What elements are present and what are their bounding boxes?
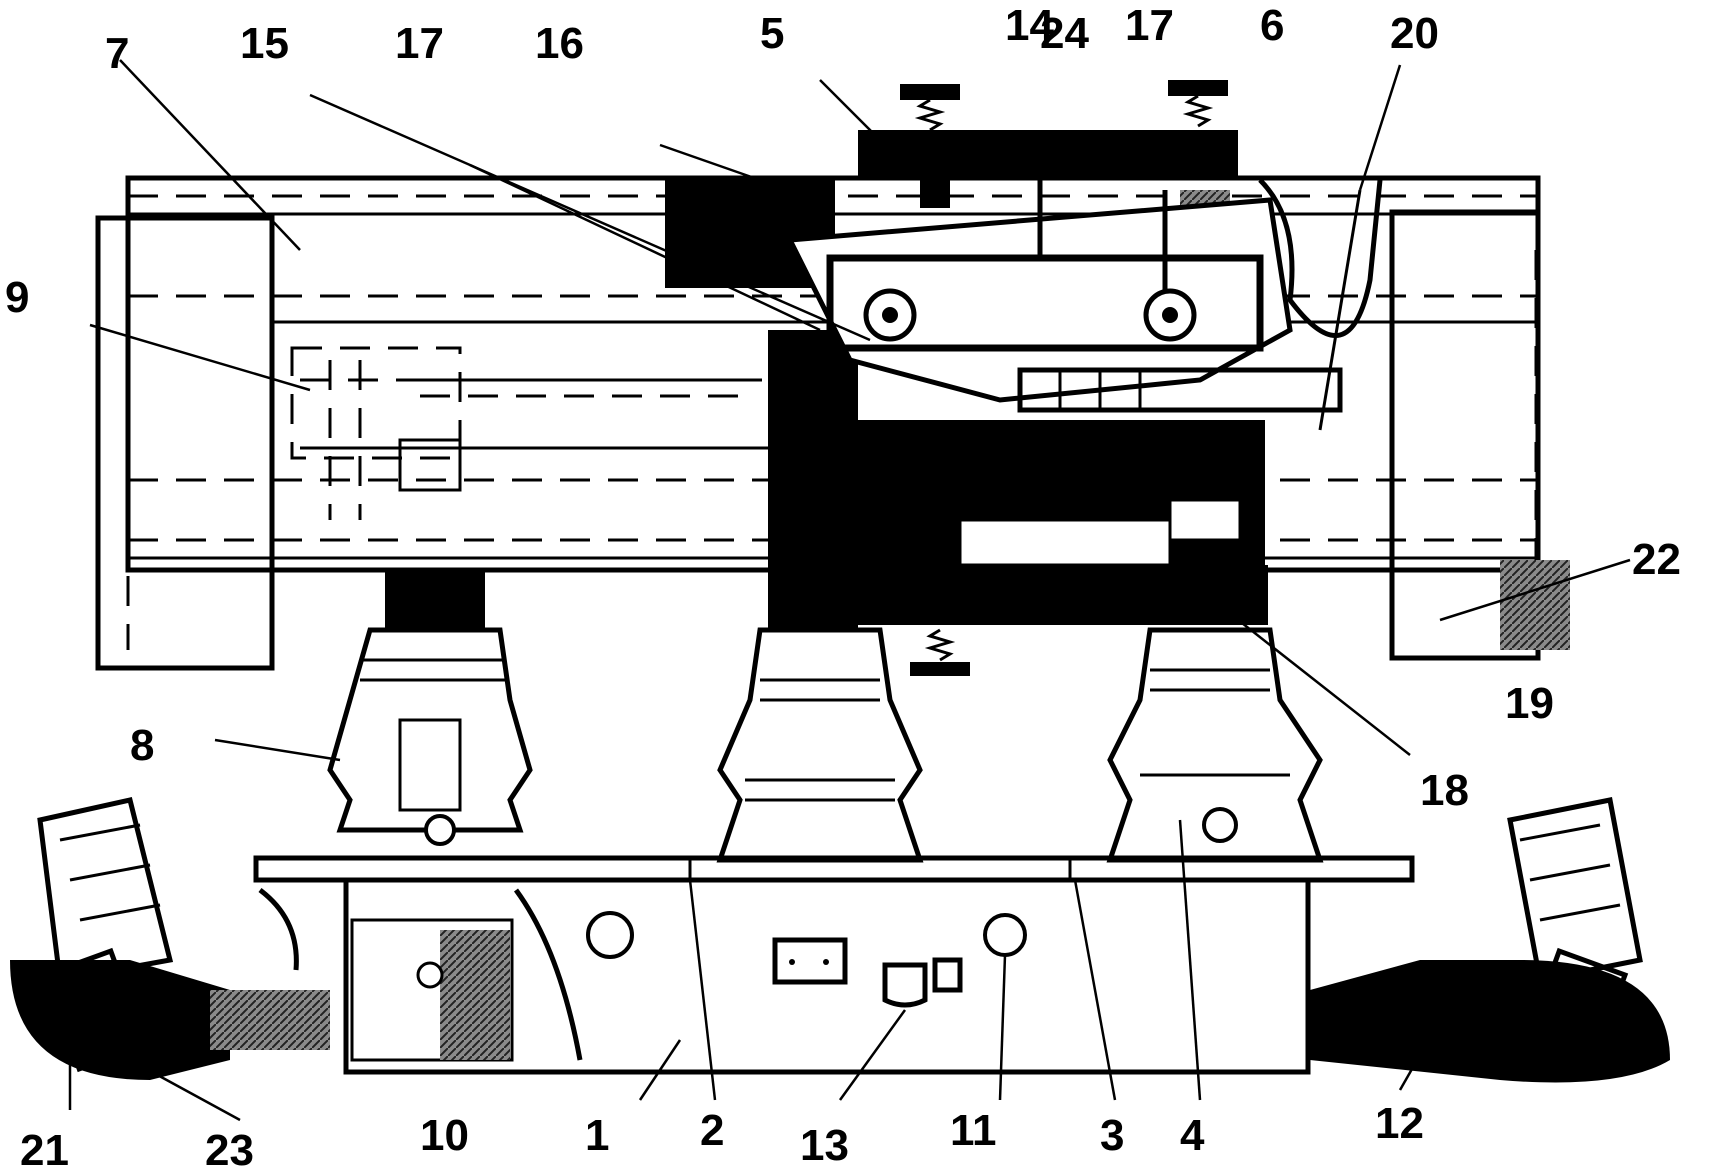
label-20: 20	[1390, 9, 1439, 58]
left-support-block	[385, 570, 485, 630]
label-14: 14	[1005, 1, 1054, 50]
label-8: 8	[130, 721, 154, 770]
right-track-assembly	[1310, 797, 1670, 1083]
left-end-cover	[95, 215, 275, 671]
label-11: 11	[950, 1106, 997, 1155]
top-spring-right	[1168, 80, 1228, 128]
label-5: 5	[760, 9, 784, 58]
right-end-cover	[1389, 209, 1570, 661]
label-22: 22	[1632, 535, 1681, 584]
label-2: 2	[700, 1106, 724, 1155]
label-18: 18	[1420, 766, 1469, 815]
label-7: 7	[105, 29, 129, 78]
label-17-left: 17	[395, 19, 444, 68]
insulator-left	[327, 627, 533, 846]
label-21: 21	[20, 1126, 69, 1168]
label-13: 13	[800, 1121, 849, 1168]
label-6: 6	[1260, 1, 1284, 50]
top-spring-left	[900, 84, 960, 132]
label-3: 3	[1100, 1111, 1124, 1160]
central-housing	[665, 130, 1268, 630]
label-4: 4	[1180, 1111, 1205, 1160]
right-connector-arm	[1258, 178, 1383, 431]
bottom-spring	[910, 628, 970, 676]
label-15: 15	[240, 19, 289, 68]
insulator-center	[716, 627, 924, 863]
base-cabinet	[258, 877, 1311, 1075]
label-17-right: 17	[1125, 1, 1174, 50]
label-19: 19	[1505, 679, 1554, 728]
label-12: 12	[1375, 1099, 1424, 1148]
label-24: 24	[1040, 9, 1089, 58]
label-16: 16	[535, 19, 584, 68]
leader-lines	[68, 59, 1631, 1122]
label-10: 10	[420, 1111, 469, 1160]
left-track-assembly	[10, 797, 330, 1080]
insulator-right	[1106, 627, 1324, 863]
label-1: 1	[585, 1111, 609, 1160]
label-9: 9	[5, 273, 29, 322]
left-actuator	[290, 346, 740, 520]
label-23: 23	[205, 1126, 254, 1168]
upper-linkage	[786, 140, 1343, 413]
